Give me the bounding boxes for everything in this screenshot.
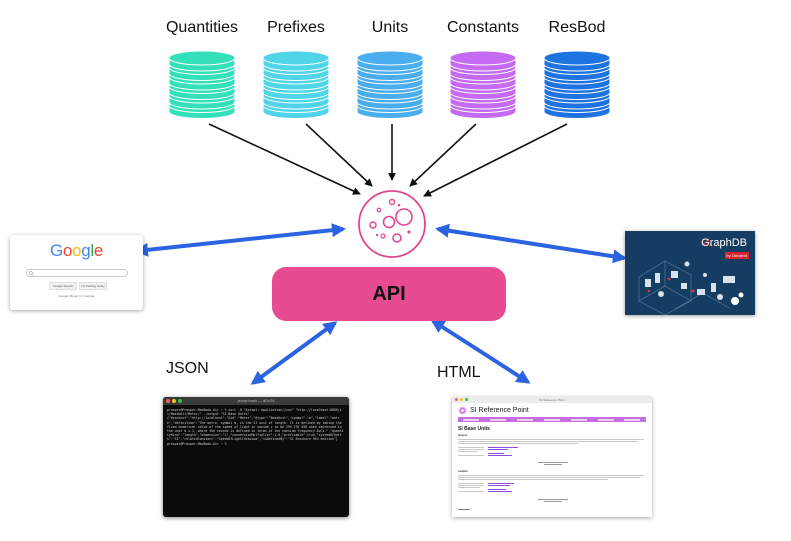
link-line <box>488 485 510 486</box>
graphdb-subtitle: by Ontotext <box>724 252 749 259</box>
si-logo-icon <box>458 406 467 415</box>
google-logo: Google <box>10 241 143 261</box>
text-line <box>458 439 644 440</box>
text-line <box>458 455 484 456</box>
api-label: API <box>372 282 406 305</box>
text-line <box>458 443 578 444</box>
google-search-button: Google Search <box>49 282 77 290</box>
source-label-resbod: ResBod <box>548 19 606 36</box>
text-line <box>458 475 644 476</box>
html-label: HTML <box>437 364 481 381</box>
terminal-line: {"@context":"http://localhost","@id":"Me… <box>167 416 344 442</box>
arrow-resbod-to-hub <box>423 123 568 197</box>
google-logo-letter: G <box>49 241 63 260</box>
graphdb-thumbnail: GraphDB by Ontotext <box>625 231 755 315</box>
google-search-box <box>26 269 128 277</box>
terminal-json-thumbnail: jsonp:bash — 80×24 prosper@Prosper-MacBo… <box>163 397 349 517</box>
text-line <box>458 447 484 448</box>
maximize-icon <box>178 399 182 403</box>
search-icon <box>29 270 34 276</box>
formula-line <box>538 499 568 500</box>
google-logo-letter: o <box>62 241 73 260</box>
text-line <box>458 477 640 478</box>
link-line <box>488 447 518 448</box>
link-line <box>488 491 512 492</box>
arrow-quantities-to-hub <box>208 123 361 195</box>
terminal-output: prosper@Prosper-MacBook-Air ~ % curl -H … <box>163 405 349 449</box>
arrow-prefixes-to-hub <box>305 123 373 187</box>
si-reference-page-thumbnail: SI Reference Point SI Reference Point SI… <box>452 397 652 517</box>
database-icon-prefixes <box>262 50 330 119</box>
text-line <box>458 449 484 450</box>
text-line <box>458 451 478 452</box>
link-line <box>488 489 506 490</box>
browser-url: SI Reference Point <box>539 398 565 402</box>
database-icon-quantities <box>168 50 236 119</box>
json-label: JSON <box>166 360 209 377</box>
text-line <box>458 491 484 492</box>
text-line <box>458 483 484 484</box>
minimize-icon <box>460 398 463 401</box>
graphdb-title: GraphDB <box>701 237 747 249</box>
si-page-heading: SI Base Units <box>458 426 490 432</box>
arrow-google-hub <box>134 223 346 257</box>
graphdb-illustration <box>625 231 755 315</box>
database-icon-constants <box>449 50 517 119</box>
close-icon <box>455 398 458 401</box>
formula-line <box>538 462 568 463</box>
si-page-header: SI Reference Point <box>458 406 529 415</box>
source-label-constants: Constants <box>446 19 520 36</box>
google-logo-letter: l <box>90 241 94 260</box>
terminal-title: jsonp:bash — 80×24 <box>237 398 275 403</box>
terminal-titlebar: jsonp:bash — 80×24 <box>163 397 349 405</box>
text-line <box>458 487 480 488</box>
arrow-graphdb-hub <box>435 223 627 264</box>
browser-titlebar: SI Reference Point <box>452 397 652 403</box>
source-label-units: Units <box>371 19 409 36</box>
terminal-line: prosper@Prosper-MacBook-Air ~ % curl -H … <box>167 408 342 417</box>
google-offered-in: Google offered in: Français <box>58 294 95 298</box>
si-section-title: ampere <box>458 434 468 437</box>
link-line <box>488 483 514 484</box>
google-lucky-button: I'm Feeling Lucky <box>79 282 107 290</box>
formula-line <box>544 464 562 465</box>
source-label-prefixes: Prefixes <box>267 19 325 36</box>
link-line <box>488 455 512 456</box>
hub-cell-icon <box>358 190 426 258</box>
google-logo-letter: g <box>81 241 91 260</box>
source-label-quantities: Quantities <box>165 19 239 36</box>
minimize-icon <box>172 399 176 403</box>
google-logo-letter: o <box>72 241 82 260</box>
link-line <box>488 449 508 450</box>
close-icon <box>166 399 170 403</box>
arrow-api-html <box>430 319 531 384</box>
text-line <box>458 441 638 442</box>
google-search-thumbnail: Google Google Search I'm Feeling Lucky G… <box>10 235 143 310</box>
text-line <box>458 485 484 486</box>
arrow-constants-to-hub <box>409 123 477 187</box>
database-icon-units <box>356 50 424 119</box>
arrow-api-json <box>250 321 338 385</box>
terminal-line: prosper@Prosper-MacBook-Air ~ % <box>167 441 227 446</box>
text-line <box>458 509 470 510</box>
google-logo-letter: e <box>93 241 104 260</box>
maximize-icon <box>465 398 468 401</box>
si-page-nav <box>458 417 646 422</box>
text-line <box>458 479 608 480</box>
database-icon-resbod <box>543 50 611 119</box>
si-section-title: candela <box>458 470 468 473</box>
si-page-title: SI Reference Point <box>470 407 529 414</box>
link-line <box>488 453 504 454</box>
api-box: API <box>272 267 506 321</box>
formula-line <box>544 501 562 502</box>
